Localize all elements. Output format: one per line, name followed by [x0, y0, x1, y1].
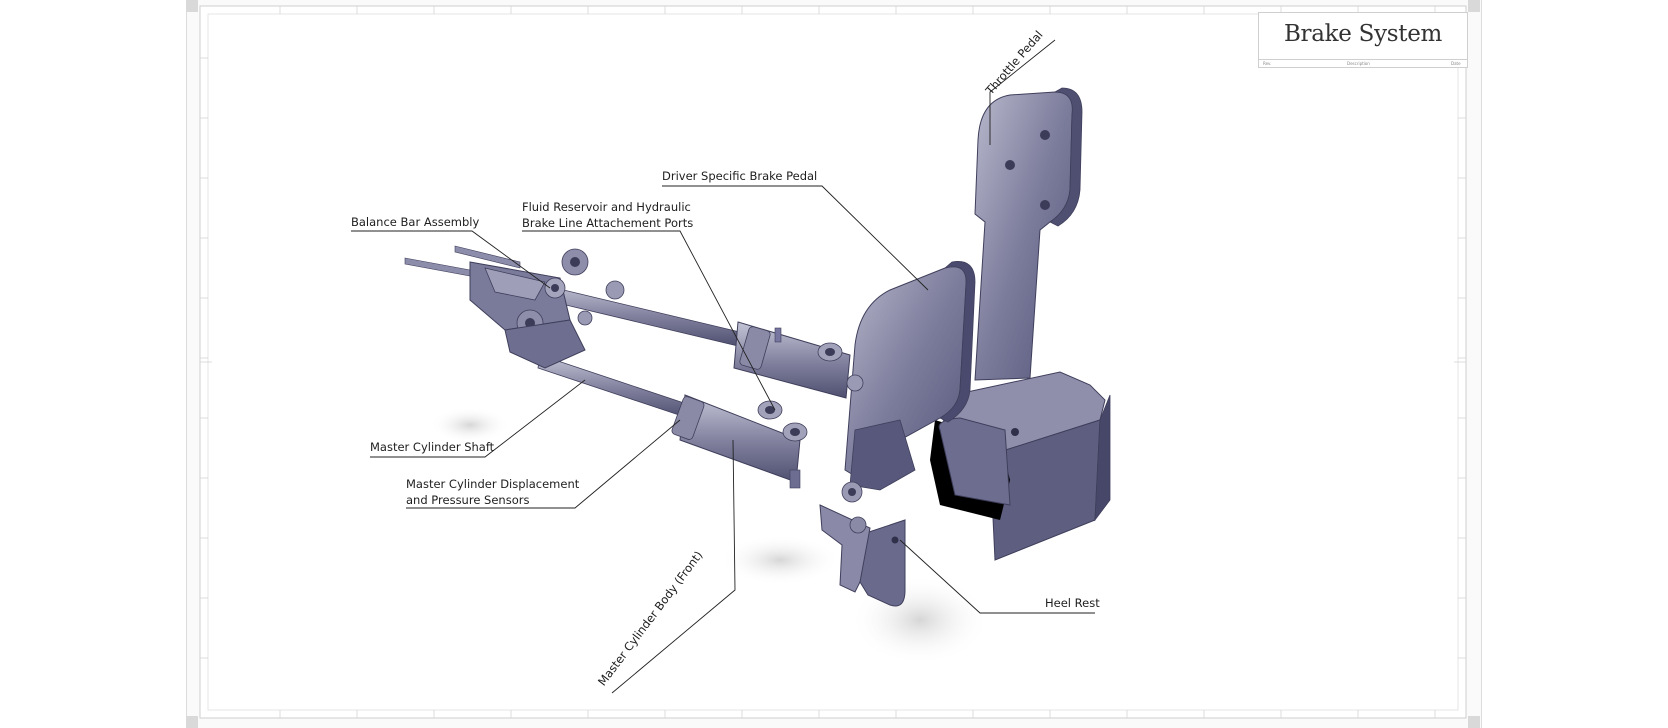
throttle-pedal-hole: [1005, 160, 1015, 170]
title-block-field-date: Date: [1451, 61, 1461, 66]
master-cylinder-lower: [537, 354, 867, 534]
zone-ticks: [200, 6, 1466, 718]
callout-mc-shaft: Master Cylinder Shaft: [370, 440, 495, 454]
shadow-mid: [720, 535, 840, 585]
title-block: Brake System Rev. Description Date: [1258, 12, 1468, 68]
leader-heel-rest: [899, 539, 1095, 614]
shadow-left: [430, 407, 510, 443]
balance-bar-assembly: [404, 245, 625, 369]
leader-mc-shaft: [370, 379, 586, 458]
leader-mc-body: [611, 439, 736, 694]
leader-fluid-reservoir: [522, 230, 776, 411]
brake-pedal: [844, 261, 976, 491]
title-block-field-description: Description: [1347, 61, 1370, 66]
callout-mc-sensors-line1: Master Cylinder Displacement: [406, 477, 580, 491]
drawing-title: Brake System: [1283, 21, 1443, 47]
throttle-pedal-hole: [1040, 200, 1050, 210]
leader-brake-pedal: [662, 185, 929, 291]
leader-throttle-pedal: [989, 39, 1056, 145]
callout-fluid-reservoir: Fluid Reservoir and Hydraulic Brake Line…: [522, 199, 693, 231]
title-block-revision-row: Rev. Description Date: [1259, 59, 1467, 68]
sheet-corner-bottom-left: [186, 716, 198, 728]
callout-brake-pedal: Driver Specific Brake Pedal: [662, 169, 818, 183]
title-block-field-rev: Rev.: [1263, 61, 1272, 66]
callout-balance-bar: Balance Bar Assembly: [351, 215, 480, 229]
throttle-pedal: [974, 87, 1083, 381]
callout-mc-sensors: Master Cylinder Displacement and Pressur…: [406, 476, 579, 508]
sheet-corner-bottom-right: [1468, 716, 1480, 728]
callout-fluid-reservoir-line1: Fluid Reservoir and Hydraulic: [522, 200, 691, 214]
leader-balance-bar: [351, 230, 551, 289]
leader-lines: [351, 39, 1095, 694]
callout-mc-sensors-line2: and Pressure Sensors: [406, 493, 530, 507]
callout-heel-rest: Heel Rest: [1045, 596, 1100, 610]
throttle-pedal-hole: [1040, 130, 1050, 140]
heel-rest-bracket: [819, 371, 1111, 607]
leader-mc-sensors: [406, 419, 681, 509]
callout-fluid-reservoir-line2: Brake Line Attachement Ports: [522, 216, 694, 230]
master-cylinder-upper: [527, 281, 864, 399]
sheet-corner-top-right: [1468, 0, 1480, 12]
sheet-corner-top-left: [186, 0, 198, 12]
